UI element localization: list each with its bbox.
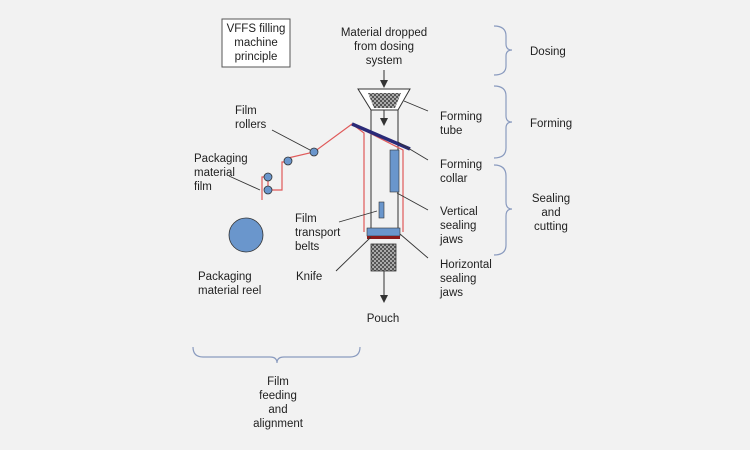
svg-text:tube: tube	[440, 125, 462, 137]
svg-text:and: and	[268, 404, 287, 416]
title-box-frame	[221, 18, 291, 68]
leader-forming-tube	[403, 100, 429, 112]
svg-text:Knife: Knife	[296, 271, 322, 283]
svg-text:Packaging: Packaging	[198, 271, 252, 283]
svg-text:Forming: Forming	[440, 159, 482, 171]
label-knife: Knife	[296, 271, 322, 283]
svg-text:Film: Film	[295, 213, 317, 225]
svg-text:Forming: Forming	[530, 118, 572, 130]
forming-collar	[351, 122, 411, 151]
svg-text:alignment: alignment	[253, 418, 304, 430]
label-film-transport-belts: Film transport belts	[295, 213, 341, 253]
stage-label-sealing-cutting: Sealing and cutting	[532, 193, 570, 233]
title-line-1: VFFS filling	[227, 23, 286, 35]
svg-text:from dosing: from dosing	[354, 41, 414, 53]
stage-label-forming: Forming	[530, 118, 572, 130]
leader-forming-collar	[397, 141, 429, 161]
svg-text:Film: Film	[267, 376, 289, 388]
label-vertical-sealing-jaws: Vertical sealing jaws	[439, 206, 478, 246]
pouch-shape	[370, 243, 397, 272]
leader-vertical-sealing	[396, 192, 429, 211]
leader-horizontal-sealing	[399, 233, 429, 259]
svg-text:Packaging: Packaging	[194, 153, 248, 165]
label-packaging-material-reel: Packaging material reel	[198, 271, 261, 297]
knife	[367, 236, 400, 239]
svg-text:jaws: jaws	[439, 234, 463, 246]
svg-text:and: and	[541, 207, 560, 219]
packaging-material-reel	[228, 217, 264, 253]
label-forming-collar: Forming collar	[440, 159, 482, 185]
svg-text:cutting: cutting	[534, 221, 568, 233]
pouch-label: Pouch	[367, 313, 400, 325]
svg-text:Sealing: Sealing	[532, 193, 570, 205]
svg-text:sealing: sealing	[440, 220, 476, 232]
brace-dosing	[493, 25, 513, 76]
horizontal-sealing-jaws	[366, 227, 401, 237]
title-line-2: machine	[234, 37, 277, 49]
svg-text:jaws: jaws	[439, 287, 463, 299]
title-box: VFFS filling machine principle	[221, 18, 291, 68]
brace-film-feeding	[192, 346, 361, 364]
leader-film-rollers	[271, 129, 311, 151]
stage-label-film-feeding: Film feeding and alignment	[253, 376, 304, 430]
label-horizontal-sealing-jaws: Horizontal sealing jaws	[439, 259, 492, 299]
brace-forming	[493, 85, 513, 159]
svg-text:material reel: material reel	[198, 285, 261, 297]
hopper-material	[368, 93, 401, 108]
stage-braces	[192, 25, 513, 364]
brace-sealing-cutting	[493, 164, 513, 256]
film-transport-belt	[378, 201, 385, 219]
svg-text:belts: belts	[295, 241, 320, 253]
vertical-sealing-jaw	[389, 149, 400, 193]
svg-text:Forming: Forming	[440, 111, 482, 123]
svg-text:Vertical: Vertical	[440, 206, 478, 218]
svg-text:Film: Film	[235, 105, 257, 117]
film-roller-middle	[283, 156, 293, 166]
label-packaging-material-film: Packaging material film	[194, 153, 248, 193]
svg-text:Horizontal: Horizontal	[440, 259, 492, 271]
title-line-3: principle	[235, 51, 278, 63]
svg-text:rollers: rollers	[235, 119, 267, 131]
svg-text:feeding: feeding	[259, 390, 297, 402]
svg-text:Material dropped: Material dropped	[341, 27, 427, 39]
leader-knife	[335, 236, 372, 272]
label-film-rollers: Film rollers	[235, 105, 267, 131]
stage-label-dosing: Dosing	[530, 46, 566, 58]
svg-text:system: system	[366, 55, 402, 67]
leader-transport-belts	[338, 210, 378, 223]
film-roller-top	[309, 147, 319, 157]
svg-text:film: film	[194, 181, 212, 193]
film-roller-bottom	[263, 185, 273, 195]
svg-text:collar: collar	[440, 173, 468, 185]
svg-text:sealing: sealing	[440, 273, 476, 285]
svg-text:transport: transport	[295, 227, 341, 239]
leader-packaging-film	[228, 175, 261, 191]
svg-text:Dosing: Dosing	[530, 46, 566, 58]
leader-lines	[228, 100, 429, 272]
material-dropped-label: Material dropped from dosing system	[341, 27, 427, 67]
svg-text:material: material	[194, 167, 235, 179]
label-forming-tube: Forming tube	[440, 111, 482, 137]
film-roller-lower	[263, 172, 273, 182]
